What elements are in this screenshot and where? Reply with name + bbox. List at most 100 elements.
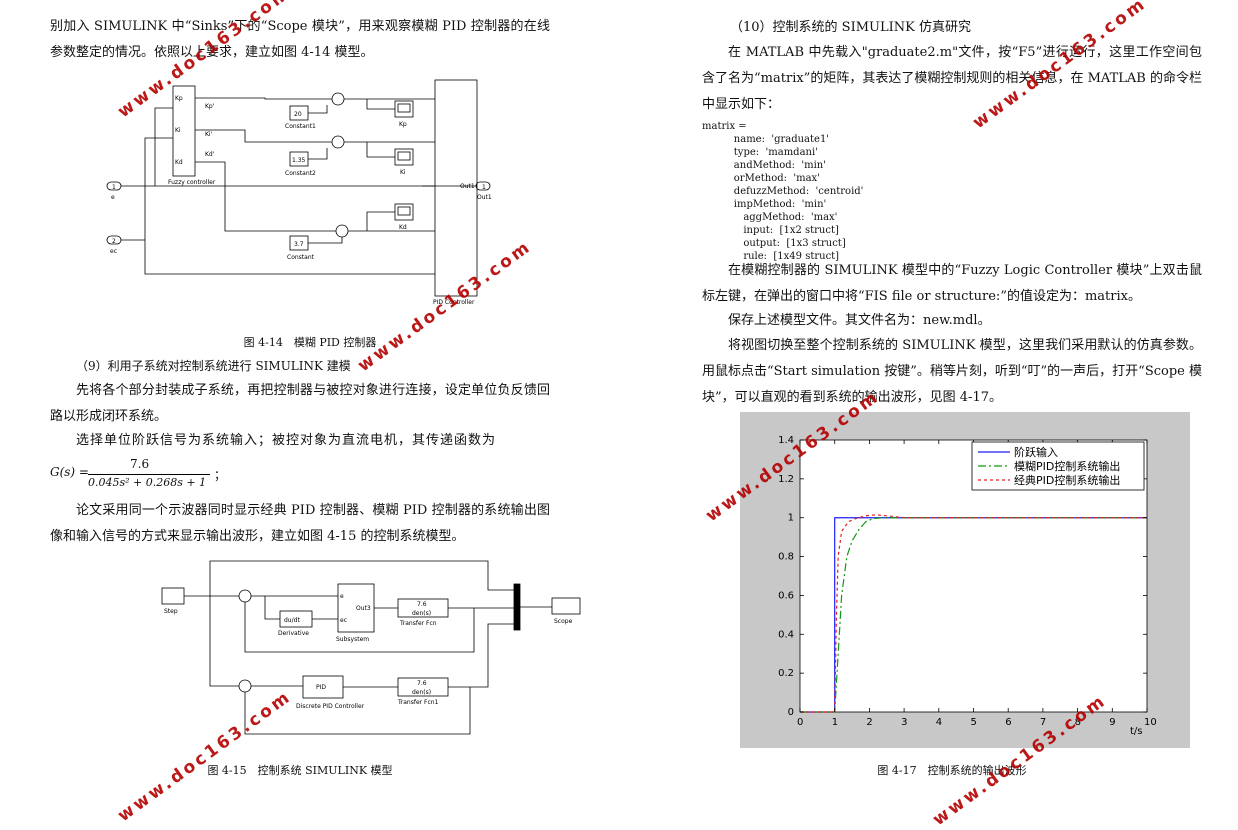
- figure-4-17-caption: 图 4-17 控制系统的输出波形: [877, 764, 1027, 777]
- x-tick-label: 7: [1040, 717, 1046, 728]
- inport-e-label: e: [111, 194, 115, 201]
- transfer-function-formula: G(s) = 7.6 0.045s² + 0.268s + 1 ；: [50, 457, 350, 494]
- pid-out-port: Out1: [460, 183, 475, 190]
- pid-label: Discrete PID Controller: [296, 703, 365, 710]
- constant-value: 3.7: [294, 241, 304, 248]
- paragraph-10d: 将视图切换至整个控制系统的 SIMULINK 模型，这里我们采用默认的仿真参数。…: [702, 338, 1202, 405]
- legend-label-2: 经典PID控制系统输出: [1014, 473, 1120, 487]
- paragraph-10b: 在模糊控制器的 SIMULINK 模型中的“Fuzzy Logic Contro…: [702, 263, 1202, 304]
- y-tick-label: 0: [788, 707, 794, 718]
- outport-label: Out1: [477, 194, 492, 201]
- paragraph-9c: 论文采用同一个示波器同时显示经典 PID 控制器、模糊 PID 控制器的系统输出…: [50, 503, 550, 544]
- code-line: orMethod: 'max': [702, 173, 820, 184]
- code-line: type: 'mamdani': [702, 147, 818, 158]
- constant-label: Constant: [287, 254, 315, 261]
- figure-4-15-caption: 图 4-15 控制系统 SIMULINK 模型: [207, 764, 393, 777]
- scope-label: Scope: [554, 618, 573, 625]
- formula-fraction-bar: [88, 474, 210, 475]
- transfer-fcn1-label: Transfer Fcn1: [397, 699, 439, 706]
- paragraph-9b: 选择单位阶跃信号为系统输入；被控对象为直流电机，其传递函数为: [76, 433, 497, 448]
- sum-kp: [331, 92, 345, 106]
- x-tick-label: 0: [797, 717, 803, 728]
- section-10-heading: （10）控制系统的 SIMULINK 仿真研究: [730, 20, 971, 35]
- paragraph-10c: 保存上述模型文件。其文件名为：new.mdl。: [728, 313, 991, 328]
- signal-ki: Ki': [205, 131, 213, 138]
- x-tick-label: 9: [1109, 717, 1115, 728]
- constant2-label: Constant2: [285, 170, 316, 177]
- paragraph-intro: 别加入 SIMULINK 中“Sinks”下的“Scope 模块”，用来观察模糊…: [50, 19, 550, 60]
- fuzzy-controller-label: Fuzzy controller: [168, 179, 216, 186]
- y-tick-label: 1: [788, 513, 794, 524]
- paragraph-9a: 先将各个部分封装成子系统，再把控制器与被控对象进行连接，设定单位负反馈回路以形成…: [50, 383, 550, 424]
- code-line: impMethod: 'min': [702, 199, 827, 210]
- section-9-heading: （9）利用子系统对控制系统进行 SIMULINK 建模: [76, 359, 351, 373]
- y-tick-label: 1.4: [778, 435, 794, 446]
- mux-block: [513, 583, 521, 631]
- sum-bottom: [238, 679, 252, 693]
- paragraph-10a: 在 MATLAB 中先载入"graduate2.m"文件，按“F5”进行运行，这…: [702, 45, 1202, 112]
- inport-ec-number: 2: [112, 238, 116, 245]
- fuzzy-out-ki: Ki: [175, 127, 181, 134]
- inport-e-number: 1: [112, 184, 116, 191]
- legend-label-1: 模糊PID控制系统输出: [1014, 459, 1120, 473]
- series-line-2: [800, 514, 1147, 713]
- series-line-1: [800, 517, 1147, 713]
- fuzzy-out-kp: Kp: [175, 95, 183, 102]
- code-line: matrix =: [702, 121, 747, 132]
- subsystem-out-port: Out3: [356, 605, 371, 612]
- formula-end: ；: [214, 468, 227, 482]
- step-block: [161, 587, 185, 605]
- fuzzy-out-kd: Kd: [175, 159, 183, 166]
- figure-4-15-diagram: Step du/dt Derivative e ec Out3 Subsyste…: [161, 560, 581, 735]
- y-tick-label: 0.4: [778, 629, 794, 640]
- constant2-value: 1.35: [292, 157, 306, 164]
- y-tick-label: 0.6: [778, 590, 794, 601]
- derivative-symbol: du/dt: [284, 617, 300, 624]
- formula-denominator: 0.045s² + 0.268s + 1: [88, 476, 207, 489]
- figure-4-14-caption: 图 4-14 模糊 PID 控制器: [243, 336, 377, 349]
- y-tick-label: 0.8: [778, 552, 794, 563]
- code-line: name: 'graduate1': [702, 134, 830, 145]
- scope-block: [551, 597, 581, 615]
- subsystem-e-port: e: [340, 593, 344, 600]
- step-label: Step: [164, 608, 178, 615]
- sum-kd: [335, 224, 349, 238]
- signal-kd: Kd': [205, 151, 215, 158]
- transfer-fcn-label: Transfer Fcn: [399, 620, 437, 627]
- matlab-output-block: matrix = name: 'graduate1' type: 'mamdan…: [702, 120, 863, 263]
- inport-ec-label: ec: [110, 248, 117, 255]
- code-line: andMethod: 'min': [702, 160, 826, 171]
- x-tick-label: 1: [832, 717, 838, 728]
- x-tick-label: 6: [1005, 717, 1011, 728]
- legend-label-0: 阶跃输入: [1014, 445, 1058, 459]
- scope-ki-label: Ki: [400, 169, 406, 176]
- figure-4-14-diagram: Kp Ki Kd Fuzzy controller Kp' Ki' Kd' 20…: [106, 79, 492, 306]
- fuzzy-controller-block: [172, 85, 196, 177]
- subsystem-ec-port: ec: [340, 617, 347, 624]
- tf-numerator: 7.6: [417, 601, 427, 608]
- x-tick-label: 3: [901, 717, 907, 728]
- x-tick-label: 4: [936, 717, 942, 728]
- derivative-label: Derivative: [278, 630, 309, 637]
- subsystem-label: Subsystem: [336, 636, 369, 643]
- pid-controller-label: PID Controller: [433, 299, 475, 306]
- scope-kd-label: Kd: [399, 224, 407, 231]
- tf1-numerator: 7.6: [417, 680, 427, 687]
- pid-controller-block: [434, 79, 478, 297]
- code-line: aggMethod: 'max': [702, 212, 838, 223]
- y-tick-label: 1.2: [778, 474, 794, 485]
- constant1-label: Constant1: [285, 123, 316, 130]
- constant1-value: 20: [294, 111, 302, 118]
- formula-lhs: G(s) =: [50, 465, 89, 479]
- formula-numerator: 7.6: [130, 457, 150, 471]
- tf-denominator: den(s): [412, 610, 431, 617]
- code-line: input: [1x2 struct]: [702, 225, 839, 236]
- tf1-denominator: den(s): [412, 689, 431, 696]
- scope-kp-label: Kp: [399, 121, 407, 128]
- x-axis-label: t/s: [1130, 726, 1143, 737]
- sum-top: [238, 589, 252, 603]
- outport-number: 1: [482, 184, 486, 191]
- sum-ki: [331, 135, 345, 149]
